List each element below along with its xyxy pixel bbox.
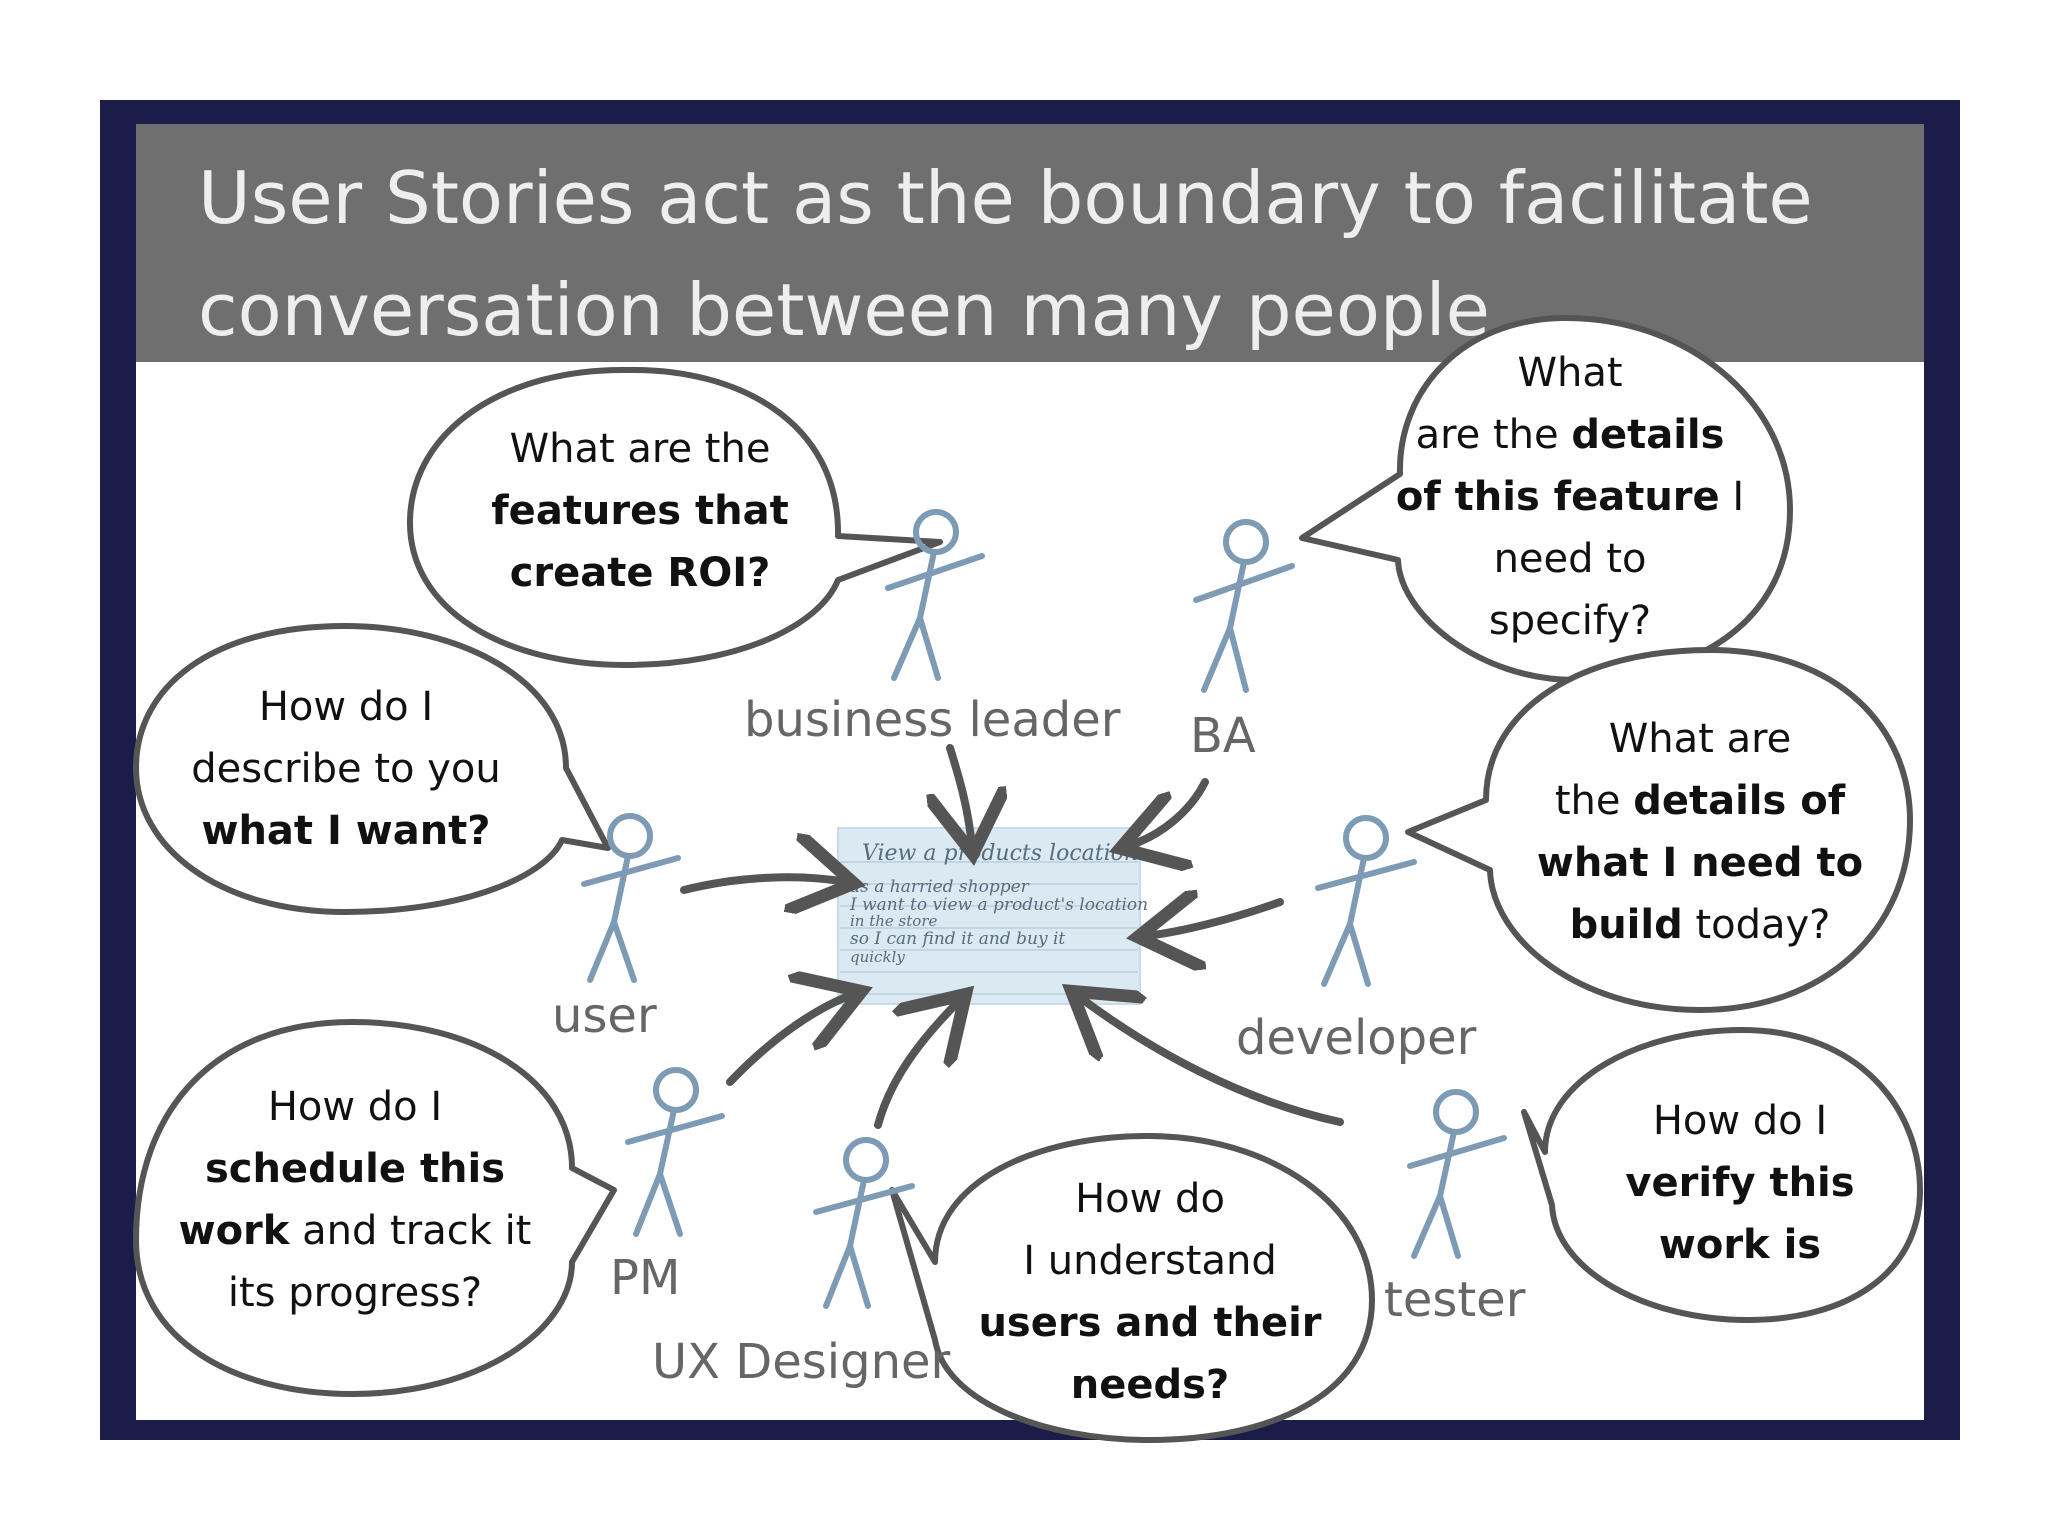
bubble-text-developer: What are the details of what I need to b… [1536, 716, 1864, 948]
card-line-1: View a products location [862, 841, 1138, 866]
card-line-5: so I can find it and buy it [850, 929, 1065, 949]
role-label-business-leader: business leader [744, 692, 1121, 748]
card-line-2: as a harried shopper [850, 877, 1030, 897]
bubble-ux-designer [889, 1133, 1375, 1443]
bubble-text-user: How do I describe to you what I want? [191, 684, 501, 854]
arrow-tester [1078, 996, 1344, 1126]
story-card: View a products location as a harried sh… [837, 827, 1148, 1005]
stick-figure-ba [1193, 519, 1295, 693]
role-label-ux-designer: UX Designer [652, 1334, 951, 1390]
stick-figure-developer [1315, 815, 1417, 987]
card-line-3: I want to view a product's location [849, 895, 1148, 915]
arrow-user [680, 877, 846, 890]
bubble-tester [1521, 1027, 1923, 1323]
stick-figure-user [581, 813, 681, 983]
arrow-developer [1146, 902, 1284, 936]
bubble-ba [1299, 314, 1793, 683]
role-label-user: user [552, 988, 657, 1044]
bubble-text-business-leader: What are the features that create ROI? [491, 426, 789, 596]
stick-figure-tester [1407, 1089, 1507, 1259]
slide-title: User Stories act as the boundary to faci… [198, 142, 1898, 366]
bubble-business-leader [406, 366, 943, 668]
card-line-4: in the store [850, 912, 937, 930]
stick-figure-business-leader [885, 509, 985, 681]
arrow-ba [1128, 778, 1209, 846]
stick-figure-ux-designer [813, 1137, 915, 1309]
role-label-pm: PM [610, 1250, 681, 1306]
bubble-text-ba: What are the details of this feature I n… [1395, 350, 1745, 644]
bubble-text-pm: How do I schedule this work and track it… [178, 1084, 532, 1316]
bubble-pm [133, 1019, 617, 1397]
arrow-pm [726, 994, 854, 1086]
stick-figure-pm [625, 1067, 725, 1237]
role-label-tester: tester [1384, 1272, 1526, 1328]
title-line-1: User Stories act as the boundary to faci… [198, 156, 1813, 240]
role-label-ba: BA [1190, 708, 1256, 764]
bubble-text-tester: How do I verify this work is [1625, 1098, 1855, 1268]
card-line-6: quickly [850, 948, 905, 966]
title-line-2: conversation between many people [198, 268, 1490, 352]
bubble-text-ux-designer: How do I understand users and their need… [978, 1176, 1322, 1408]
arrow-business-leader [950, 744, 972, 846]
bubble-developer [1405, 647, 1913, 1013]
bubble-user [133, 623, 611, 915]
arrow-ux-designer [874, 1000, 960, 1129]
role-label-developer: developer [1236, 1010, 1477, 1066]
